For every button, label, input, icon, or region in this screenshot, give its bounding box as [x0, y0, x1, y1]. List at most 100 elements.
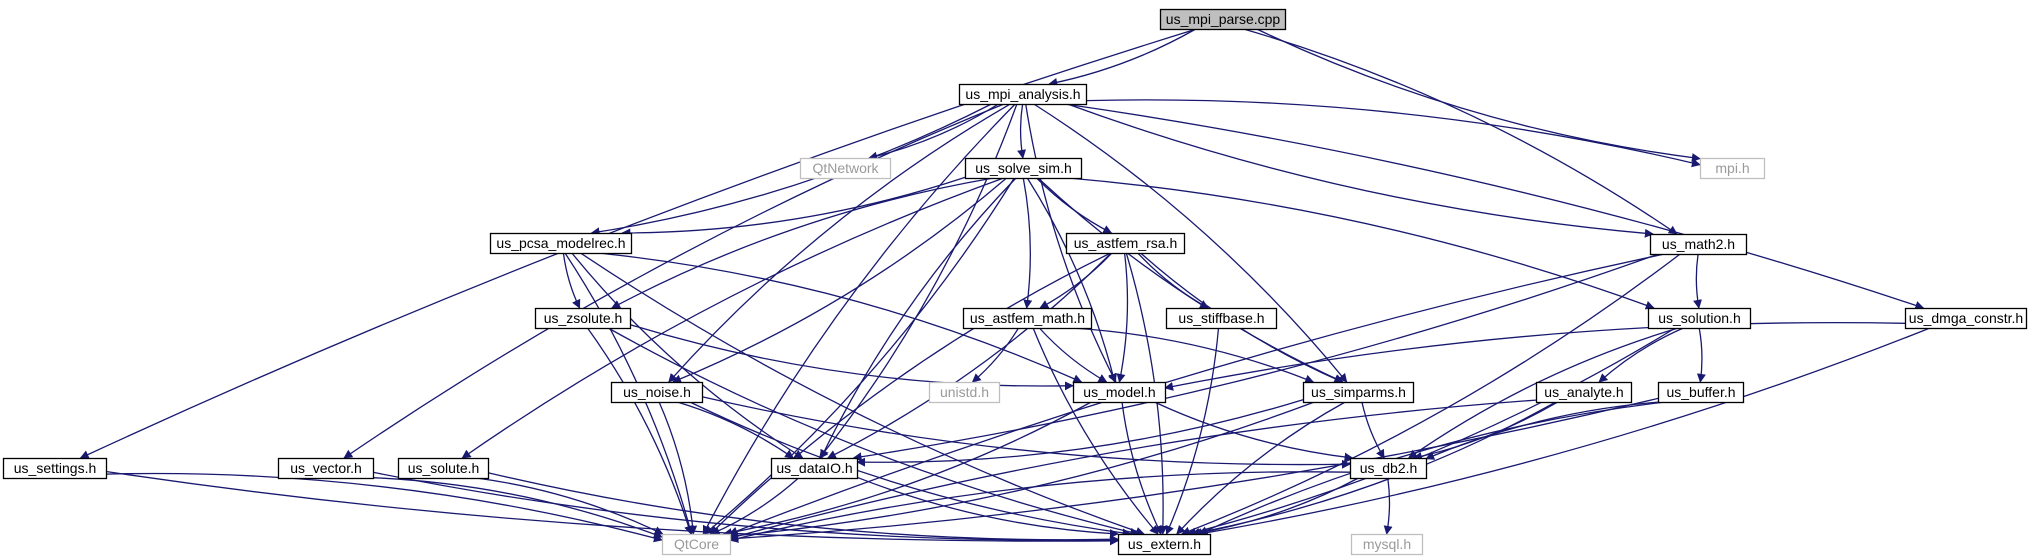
node-us-zsolute-h[interactable]: us_zsolute.h [534, 307, 632, 330]
node-box [958, 83, 1088, 106]
edge-us-dataio-h-to-us-extern-h [856, 476, 1119, 539]
node-label: unistd.h [940, 384, 989, 400]
edge-us-solute-h-to-us-extern-h [487, 472, 1119, 544]
node-label: us_stiffbase.h [1178, 310, 1264, 326]
edge-us-mpi-parse-cpp-to-us-math2-h [1243, 28, 1678, 235]
node-box [1647, 307, 1752, 330]
node-mpi-h: mpi.h [1699, 157, 1766, 180]
edge-us-mpi-parse-cpp-to-us-mpi-analysis-h [1048, 28, 1197, 87]
edge-us-mpi-analysis-h-to-us-pcsa-modelrec-h [590, 103, 992, 237]
edge-us-db2-h-to-mysql-h [1383, 477, 1393, 535]
node-us-analyte-h[interactable]: us_analyte.h [1535, 381, 1633, 404]
edge-us-solution-h-to-us-analyte-h [1598, 327, 1684, 383]
node-label: QtNetwork [812, 160, 879, 176]
node-box [1159, 8, 1287, 31]
node-us-mpi-analysis-h[interactable]: us_mpi_analysis.h [958, 83, 1088, 106]
edge-us-vector-h-to-us-extern-h [372, 471, 1119, 545]
edge-us-solve-sim-h-to-us-zsolute-h [611, 177, 994, 309]
node-us-math2-h[interactable]: us_math2.h [1649, 233, 1748, 256]
node-label: us_db2.h [1360, 460, 1418, 476]
node-us-solute-h[interactable]: us_solute.h [397, 457, 490, 480]
edge-us-mpi-analysis-h-to-us-model-h [1025, 103, 1117, 383]
node-us-noise-h[interactable]: us_noise.h [610, 381, 704, 404]
edge-us-solve-sim-h-to-us-noise-h [672, 177, 1008, 384]
node-box [962, 307, 1093, 330]
node-label: us_noise.h [623, 384, 691, 400]
edge-us-mpi-analysis-h-to-us-simparms-h [1033, 103, 1348, 383]
node-label: us_solution.h [1658, 310, 1741, 326]
node-label: us_extern.h [1128, 536, 1201, 552]
node-us-mpi-parse-cpp[interactable]: us_mpi_parse.cpp [1159, 8, 1287, 31]
edge-us-zsolute-h-to-us-extern-h [607, 327, 1140, 537]
edge-us-dmga-constr-h-to-us-model-h [1164, 321, 1906, 391]
node-box [1350, 533, 1424, 556]
node-label: us_mpi_analysis.h [965, 86, 1080, 102]
node-us-pcsa-modelrec-h[interactable]: us_pcsa_modelrec.h [489, 232, 633, 255]
node-mysql-h: mysql.h [1350, 533, 1424, 556]
edge-us-zsolute-h-to-us-model-h [629, 323, 1074, 391]
edge-us-solve-sim-h-to-qtcore [704, 177, 1015, 535]
edge-us-astfem-rsa-h-to-us-model-h [1116, 252, 1129, 383]
edge-us-db2-h-to-us-extern-h [1192, 477, 1359, 538]
node-label: us_vector.h [290, 460, 362, 476]
node-box [770, 457, 859, 480]
node-us-solve-sim-h[interactable]: us_solve_sim.h [964, 157, 1083, 180]
node-us-stiffbase-h[interactable]: us_stiffbase.h [1165, 307, 1278, 330]
node-us-dataio-h[interactable]: us_dataIO.h [770, 457, 859, 480]
node-us-settings-h[interactable]: us_settings.h [2, 457, 108, 480]
edge-us-simparms-h-to-us-db2-h [1361, 401, 1385, 459]
node-us-astfem-math-h[interactable]: us_astfem_math.h [962, 307, 1093, 330]
edge-us-model-h-to-us-db2-h [1154, 401, 1354, 462]
node-label: us_pcsa_modelrec.h [496, 235, 625, 251]
edge-us-astfem-rsa-h-to-us-astfem-math-h [1039, 252, 1113, 309]
edge-us-settings-h-to-us-extern-h [105, 470, 1119, 546]
node-us-vector-h[interactable]: us_vector.h [277, 457, 375, 480]
edge-us-astfem-rsa-h-to-qtcore [709, 252, 1111, 535]
edges-layer [79, 28, 1931, 546]
node-us-astfem-rsa-h[interactable]: us_astfem_rsa.h [1065, 232, 1186, 255]
node-box [1072, 381, 1167, 404]
edge-us-solve-sim-h-to-us-solution-h [1068, 177, 1655, 310]
edge-us-math2-h-to-us-dataio-h [852, 253, 1659, 462]
node-box [534, 307, 632, 330]
edge-us-astfem-math-h-to-unistd-h [971, 327, 1020, 383]
node-box [1657, 381, 1745, 404]
node-box [1535, 381, 1633, 404]
node-label: us_astfem_math.h [970, 310, 1085, 326]
node-us-model-h[interactable]: us_model.h [1072, 381, 1167, 404]
node-label: us_model.h [1083, 384, 1155, 400]
node-box [964, 157, 1083, 180]
node-label: us_astfem_rsa.h [1074, 235, 1178, 251]
node-box [1904, 307, 2028, 330]
edge-us-settings-h-to-qtcore [105, 472, 663, 543]
node-label: us_simparms.h [1311, 384, 1406, 400]
edge-us-simparms-h-to-us-extern-h [1176, 401, 1346, 535]
edge-us-astfem-rsa-h-to-us-dataio-h [826, 252, 1112, 459]
edge-us-simparms-h-to-us-dataio-h [856, 399, 1304, 467]
node-box [1117, 533, 1212, 556]
node-us-simparms-h[interactable]: us_simparms.h [1302, 381, 1415, 404]
node-us-buffer-h[interactable]: us_buffer.h [1657, 381, 1745, 404]
node-label: us_solve_sim.h [975, 160, 1072, 176]
edge-us-noise-h-to-us-extern-h [689, 401, 1132, 538]
node-us-solution-h[interactable]: us_solution.h [1647, 307, 1752, 330]
node-us-extern-h[interactable]: us_extern.h [1117, 533, 1212, 556]
node-box [277, 457, 375, 480]
node-box [489, 232, 633, 255]
node-us-db2-h[interactable]: us_db2.h [1349, 457, 1428, 480]
node-label: us_buffer.h [1666, 384, 1735, 400]
edge-us-mpi-analysis-h-to-us-math2-h [1067, 103, 1654, 238]
node-box [2, 457, 108, 480]
edge-us-mpi-analysis-h-to-us-solve-sim-h [1017, 103, 1027, 159]
edge-us-astfem-math-h-to-us-model-h [1038, 327, 1108, 383]
node-qtcore: QtCore [661, 533, 732, 556]
nodes-layer: us_mpi_parse.cpp us_mpi_analysis.h us_sett… [2, 8, 2028, 556]
node-box [928, 381, 1001, 404]
node-us-dmga-constr-h[interactable]: us_dmga_constr.h [1904, 307, 2028, 330]
edge-us-solve-sim-h-to-us-pcsa-modelrec-h [621, 176, 966, 238]
node-label: us_dataIO.h [776, 460, 852, 476]
edge-us-noise-h-to-qtcore [658, 401, 698, 535]
edge-us-buffer-h-to-us-extern-h [1198, 401, 1666, 535]
edge-us-pcsa-modelrec-h-to-us-model-h [597, 252, 1083, 383]
